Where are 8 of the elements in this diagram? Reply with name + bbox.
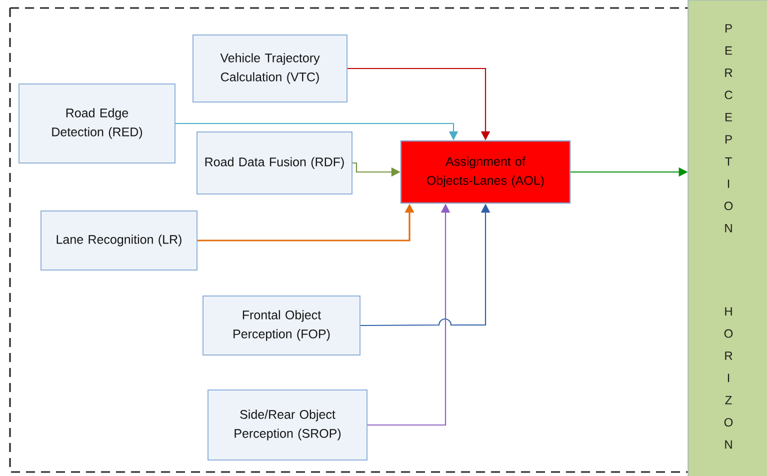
- module-box: Side/Rear Object Perception (SROP): [208, 390, 368, 460]
- process-box: Assignment of Objects-Lanes (AOL): [400, 140, 571, 204]
- module-box: Frontal Object Perception (FOP): [202, 296, 360, 356]
- module-box: Lane Recognition (LR): [40, 210, 198, 270]
- module-box: Road Data Fusion (RDF): [196, 132, 352, 194]
- module-box: Road Edge Detection (RED): [18, 84, 176, 164]
- module-box: Vehicle Trajectory Calculation (VTC): [192, 34, 348, 102]
- horizon-band: PERCEPTION HORIZON: [688, 0, 767, 476]
